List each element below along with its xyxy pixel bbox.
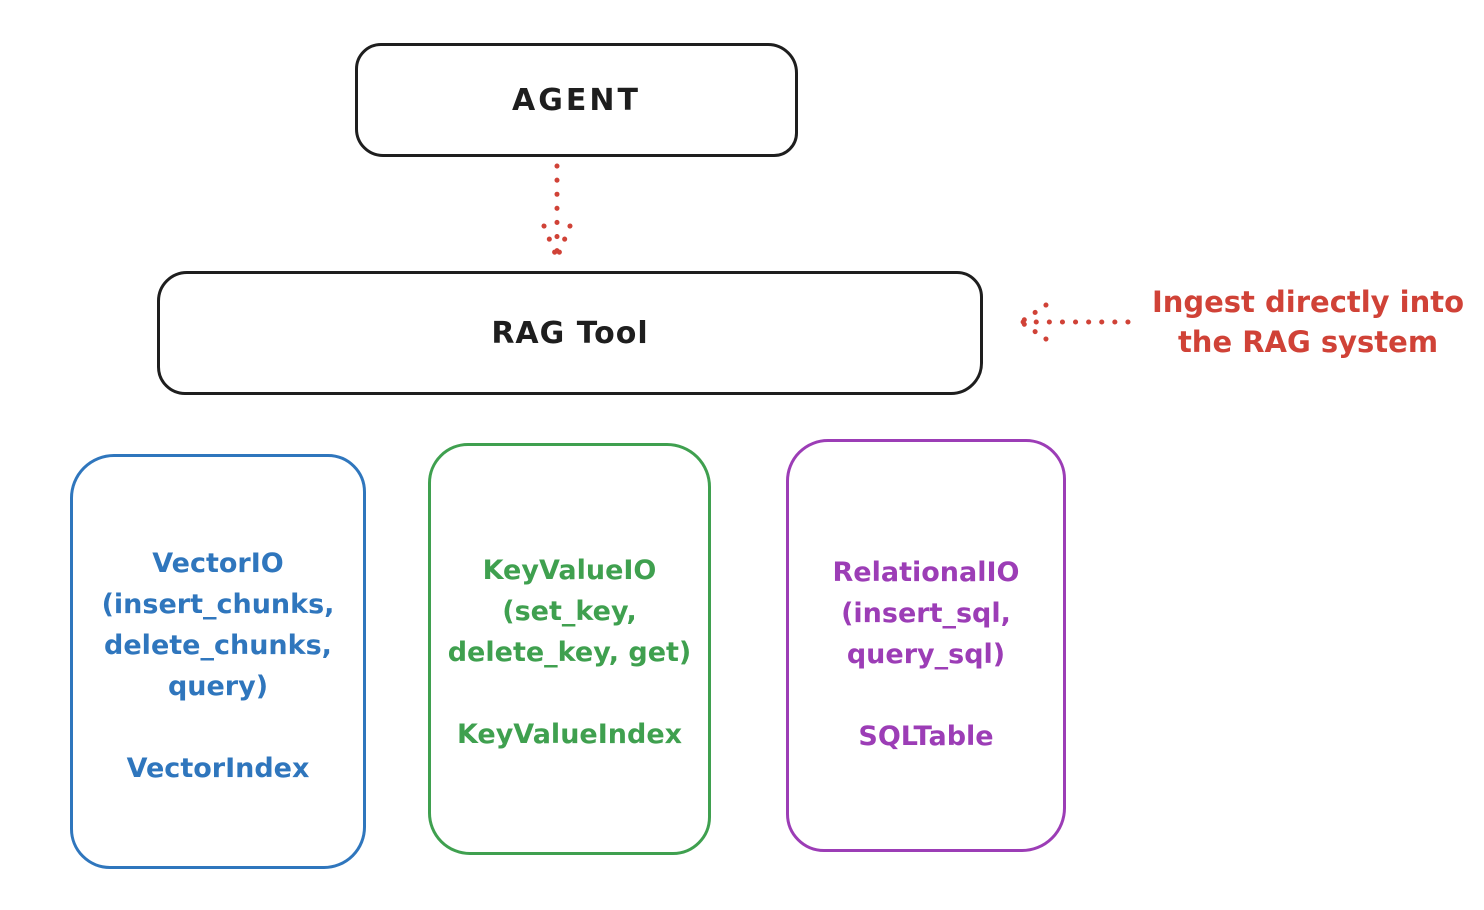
rag-tool-label: RAG Tool	[491, 315, 649, 351]
dotted-arrow-left-icon	[1018, 302, 1131, 342]
relational-io-node: RelationalIO (insert_sql, query_sql) SQL…	[786, 439, 1066, 852]
vector-index-label: VectorIndex	[126, 753, 310, 784]
dotted-arrow-down-icon	[541, 163, 573, 261]
agent-label: AGENT	[512, 82, 641, 118]
vector-io-node: VectorIO (insert_chunks, delete_chunks, …	[70, 454, 366, 869]
vector-io-label: VectorIO (insert_chunks, delete_chunks, …	[101, 548, 335, 702]
rag-tool-node: RAG Tool	[157, 271, 983, 395]
key-value-io-label: KeyValueIO (set_key, delete_key, get)	[447, 555, 692, 668]
agent-node: AGENT	[355, 43, 798, 157]
sql-table-label: SQLTable	[858, 721, 994, 752]
key-value-index-label: KeyValueIndex	[456, 719, 683, 750]
key-value-io-node: KeyValueIO (set_key, delete_key, get) Ke…	[428, 443, 711, 855]
ingest-annotation: Ingest directly into the RAG system	[1151, 285, 1465, 359]
relational-io-label: RelationalIO (insert_sql, query_sql)	[832, 557, 1020, 670]
